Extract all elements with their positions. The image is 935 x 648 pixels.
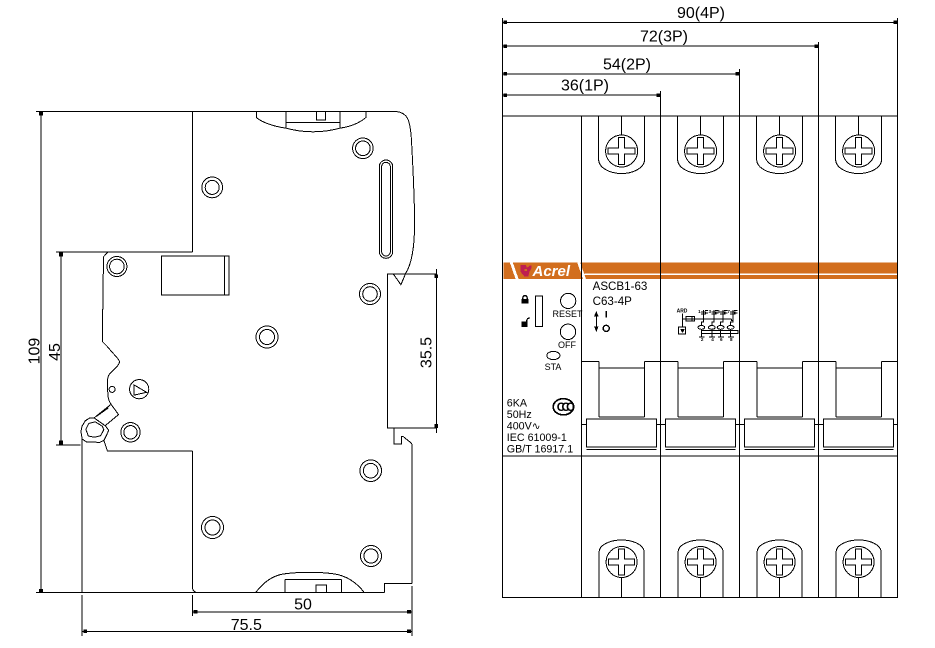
svg-text:35.5: 35.5: [419, 337, 436, 368]
svg-text:400V∿: 400V∿: [507, 420, 541, 432]
svg-text:OFF: OFF: [558, 340, 576, 350]
svg-text:7: 7: [727, 309, 730, 314]
svg-text:C63-4P: C63-4P: [593, 295, 633, 308]
svg-text:90(4P): 90(4P): [677, 5, 725, 22]
svg-text:GB/T 16917.1: GB/T 16917.1: [507, 443, 573, 455]
svg-text:STA: STA: [545, 362, 562, 372]
svg-text:45: 45: [47, 343, 64, 361]
svg-text:50: 50: [294, 597, 312, 614]
svg-text:Acrel: Acrel: [532, 263, 571, 280]
svg-text:36(1P): 36(1P): [561, 78, 609, 95]
svg-text:75.5: 75.5: [231, 617, 262, 634]
svg-text:50Hz: 50Hz: [507, 409, 532, 421]
svg-text:6KA: 6KA: [507, 398, 528, 410]
svg-text:IEC 61009-1: IEC 61009-1: [507, 432, 567, 444]
svg-text:ASCB1-63: ASCB1-63: [593, 280, 648, 293]
svg-text:2: 2: [701, 337, 704, 342]
svg-text:6: 6: [720, 337, 723, 342]
svg-text:5: 5: [717, 309, 720, 314]
svg-text:8: 8: [730, 337, 733, 342]
svg-text:1: 1: [698, 309, 701, 314]
svg-text:4: 4: [711, 337, 714, 342]
svg-text:ARD: ARD: [677, 309, 688, 315]
svg-text:109: 109: [27, 338, 44, 365]
svg-text:72(3P): 72(3P): [640, 29, 688, 46]
svg-text:3: 3: [709, 309, 712, 314]
svg-text:54(2P): 54(2P): [603, 56, 651, 73]
svg-text:RESET: RESET: [552, 309, 583, 319]
